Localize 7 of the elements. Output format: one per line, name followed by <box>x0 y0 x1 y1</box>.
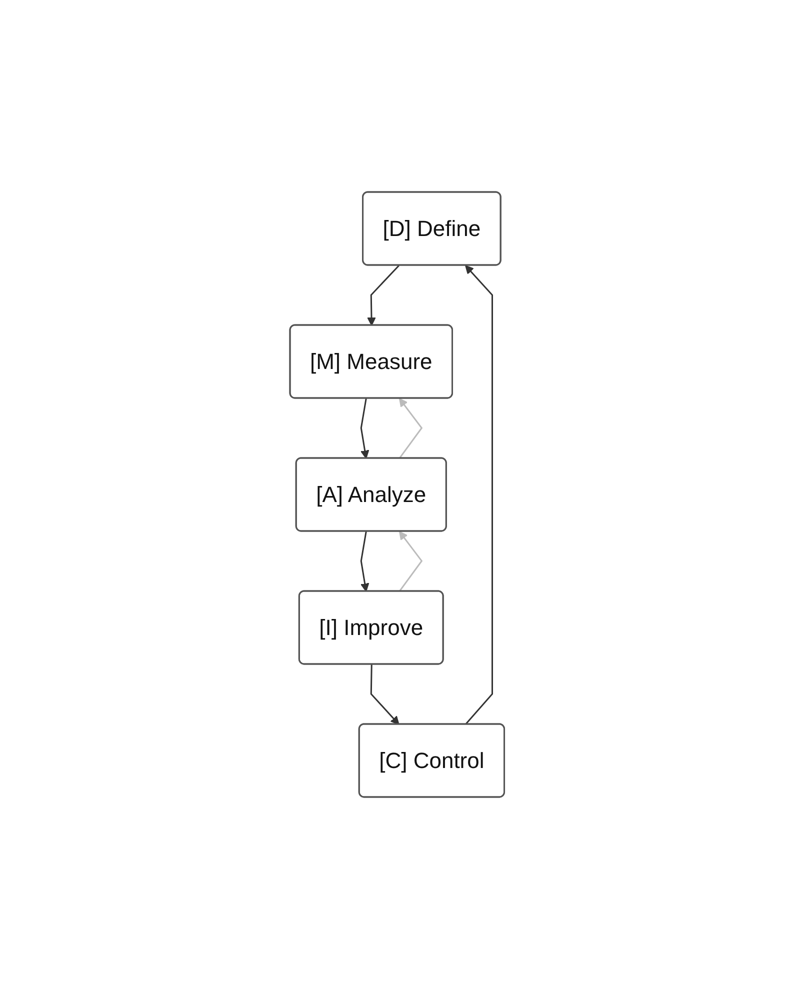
arrow <box>367 265 400 326</box>
arrow <box>399 398 423 459</box>
arrow <box>399 531 423 592</box>
arrow <box>360 398 370 459</box>
arrow <box>360 531 370 592</box>
arrow <box>370 664 400 725</box>
arrow <box>465 265 494 725</box>
